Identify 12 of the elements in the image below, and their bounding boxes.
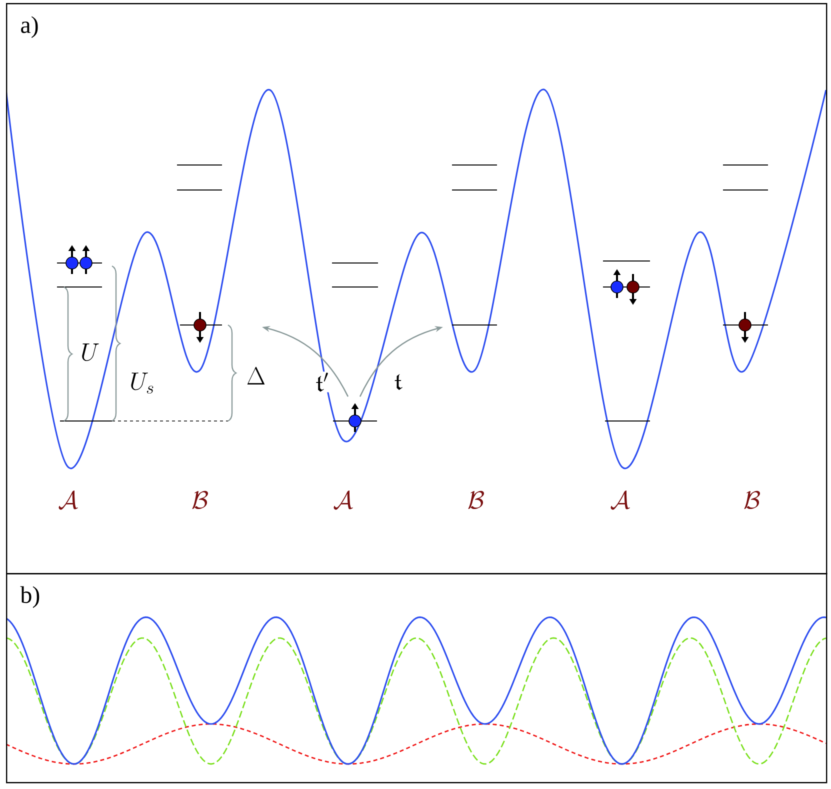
symbol-label: $\mathcal{B}$ [744,490,760,510]
symbol-label: $\mathcal{A}$ [610,490,630,510]
symbol-label: $\mathcal{B}$ [192,490,208,510]
symbol-label: $\mathcal{B}$ [468,490,484,510]
panel: b) [6,573,828,784]
edge-label: $\mathfrak{t}'$ [314,372,330,392]
edge-label: $\mathfrak{t}$ [393,374,403,390]
symbol-label: $\mathcal{A}$ [334,490,353,510]
symbol-label: $U_s$ [131,372,154,394]
symbol-label: $\Delta$ [247,366,265,384]
symbol-label: $U$ [82,344,99,362]
symbol-label: $\mathcal{A}$ [58,490,78,510]
